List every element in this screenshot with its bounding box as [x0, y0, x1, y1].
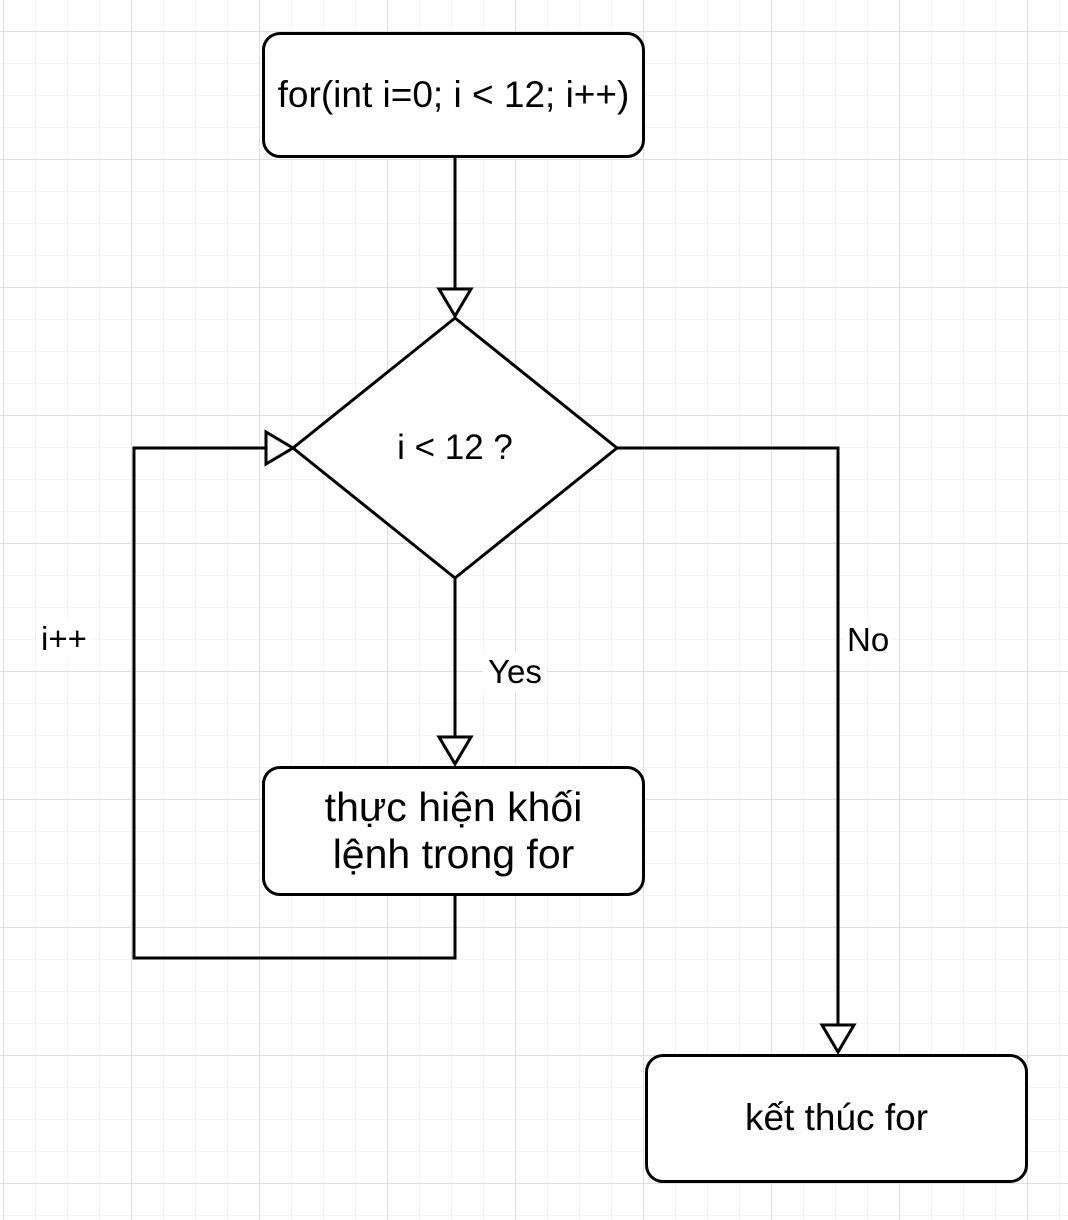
- node-loop-body-line1: thực hiện khối: [324, 783, 583, 830]
- edge-label-no: No: [842, 620, 895, 660]
- edge-body-loopback-to-condition: [132, 446, 457, 960]
- condition-diamond-shape: [290, 316, 620, 580]
- edge-condition-to-end-no: [617, 446, 840, 1027]
- arrowhead-into-condition-top-icon: [436, 287, 474, 319]
- node-loop-body-label: thực hiện khối lệnh trong for: [325, 784, 583, 878]
- node-for-init-label: for(int i=0; i < 12; i++): [277, 73, 630, 115]
- node-end-for: kết thúc for: [645, 1054, 1028, 1183]
- arrowhead-into-condition-left-icon: [264, 429, 296, 467]
- node-loop-body: thực hiện khối lệnh trong for: [262, 766, 645, 896]
- arrowhead-into-end-icon: [819, 1023, 857, 1055]
- edge-label-increment: i++: [36, 619, 92, 659]
- node-for-init: for(int i=0; i < 12; i++): [262, 32, 645, 158]
- node-loop-body-line2: lệnh trong for: [332, 831, 575, 877]
- node-end-for-label: kết thúc for: [744, 1097, 929, 1139]
- edge-label-yes: Yes: [483, 652, 547, 692]
- node-condition-label: i < 12 ?: [397, 428, 513, 467]
- arrowhead-into-body-icon: [436, 735, 474, 767]
- node-condition: i < 12 ?: [293, 318, 617, 578]
